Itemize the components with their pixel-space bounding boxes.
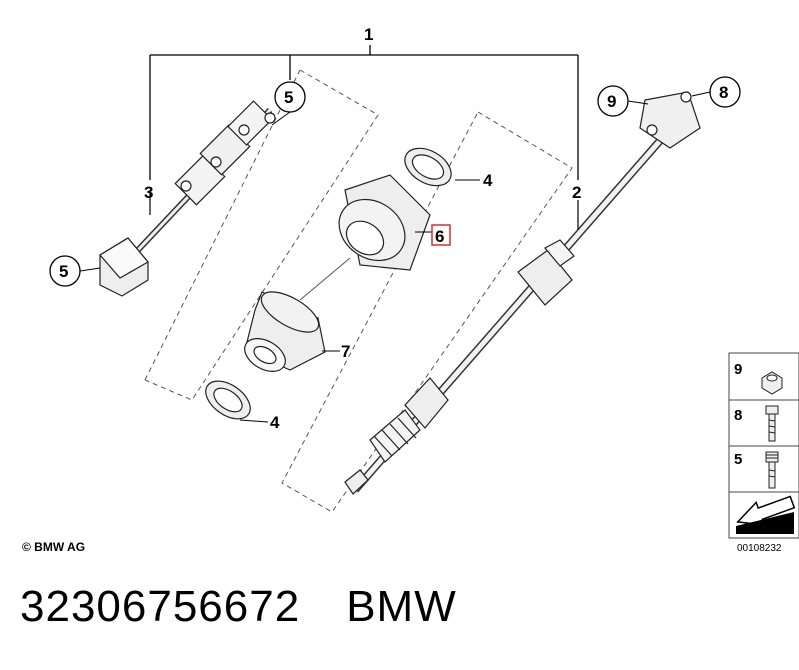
copyright-notice: © BMW AG <box>22 540 86 554</box>
svg-text:8: 8 <box>719 83 728 102</box>
svg-text:9: 9 <box>607 92 616 111</box>
splined-bolt-icon <box>765 451 779 489</box>
group-boundary-right <box>281 111 573 513</box>
svg-text:5: 5 <box>284 88 293 107</box>
callout-6-highlight-box[interactable] <box>431 224 451 246</box>
boot-part-7 <box>244 291 340 372</box>
callout-4-lower: 4 <box>270 413 280 432</box>
callout-1: 1 <box>364 25 373 44</box>
callout-3: 3 <box>144 183 153 202</box>
callout-4-upper: 4 <box>483 171 493 190</box>
shaft-connector <box>299 257 351 301</box>
group-boundary-left <box>144 69 379 401</box>
upper-steering-shaft <box>99 100 276 297</box>
part-caption: 32306756672 BMW <box>20 582 457 632</box>
svg-text:5: 5 <box>59 262 68 281</box>
brand-name: BMW <box>346 582 457 631</box>
nut-icon <box>761 371 783 395</box>
callout-8: 8 <box>691 76 741 108</box>
legend-panel: 9 8 5 <box>728 352 799 539</box>
assembly-bracket <box>149 45 579 180</box>
diagram-id: 00108232 <box>737 543 782 554</box>
legend-label-8: 8 <box>734 407 742 424</box>
callout-5-upper: 5 <box>271 81 306 126</box>
lower-steering-shaft <box>344 91 701 495</box>
callout-6[interactable]: 6 <box>435 227 444 246</box>
part-number: 32306756672 <box>20 582 301 631</box>
ring-part-4-upper <box>404 147 480 187</box>
ring-part-4-lower <box>205 380 269 423</box>
legend-label-9: 9 <box>734 361 742 378</box>
callout-7: 7 <box>341 342 350 361</box>
callout-5-lower: 5 <box>49 255 101 287</box>
bellows-part-6 <box>338 174 432 271</box>
direction-arrow-icon <box>736 495 796 534</box>
callout-9: 9 <box>597 85 649 117</box>
bolt-icon <box>765 405 779 442</box>
callout-2: 2 <box>572 183 581 202</box>
legend-label-5: 5 <box>734 451 742 468</box>
